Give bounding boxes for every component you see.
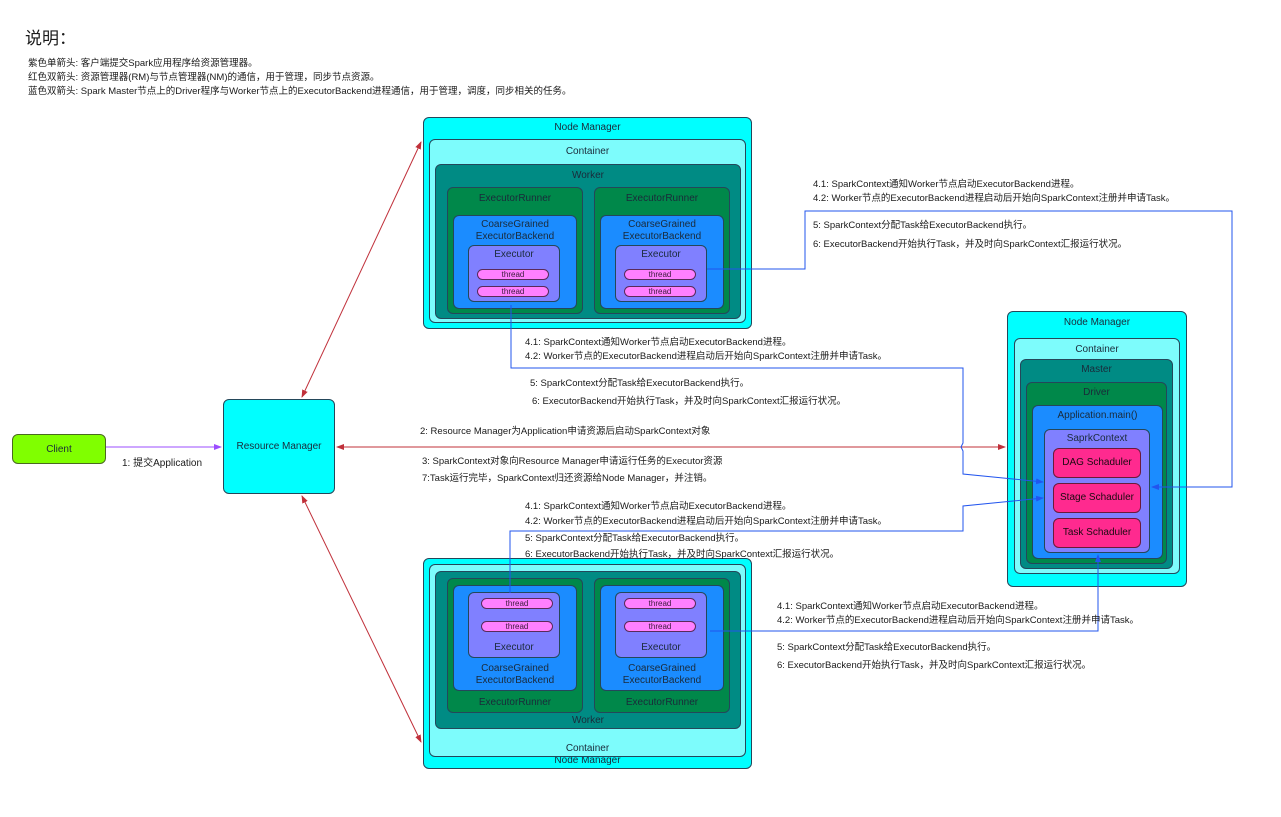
legend-blue: 蓝色双箭头: Spark Master节点上的Driver程序与Worker节点…: [28, 86, 572, 97]
note-6: 6: ExecutorBackend开始执行Task，并及时向SparkCont…: [777, 660, 1092, 671]
note-5: 5: SparkContext分配Task给ExecutorBackend执行。: [777, 642, 997, 653]
backend-label-2: ExecutorBackend: [622, 675, 702, 686]
coarse-grained-executor-backend: CoarseGrained ExecutorBackend thread thr…: [453, 585, 577, 691]
coarse-grained-executor-backend: CoarseGrained ExecutorBackend thread thr…: [600, 585, 724, 691]
executor-runner-label: ExecutorRunner: [478, 193, 552, 204]
driver: Driver Application.main() SaprkContext D…: [1026, 382, 1167, 564]
executor-runner-label: ExecutorRunner: [478, 697, 552, 708]
master-node-manager[interactable]: Node Manager Container Master Driver App…: [1007, 311, 1187, 587]
container-label: Container: [1075, 344, 1119, 355]
executor: Executor thread thread: [468, 245, 560, 302]
note-4-2: 4.2: Worker节点的ExecutorBackend进程启动后开始向Spa…: [813, 193, 1175, 204]
page-title: 说明：: [25, 29, 76, 48]
spark-context-label: SaprkContext: [1066, 433, 1128, 444]
rm-top-nm-arrow: [301, 141, 422, 398]
executor-label: Executor: [494, 249, 534, 260]
backend-label-2: ExecutorBackend: [622, 231, 702, 242]
container-label: Container: [565, 146, 610, 157]
resource-manager-label: Resource Manager: [236, 441, 322, 452]
backend-label-1: CoarseGrained: [481, 219, 549, 230]
client-label: Client: [46, 444, 72, 455]
application-main-label: Application.main(): [1057, 410, 1138, 421]
backend-label-1: CoarseGrained: [628, 219, 696, 230]
spark-context: SaprkContext DAG Schaduler Stage Schadul…: [1044, 429, 1150, 553]
client-node[interactable]: Client: [12, 434, 106, 464]
note-4-1: 4.1: SparkContext通知Worker节点启动ExecutorBac…: [813, 179, 1080, 190]
note-4-2: 4.2: Worker节点的ExecutorBackend进程启动后开始向Spa…: [525, 351, 887, 362]
bottom-node-manager[interactable]: Node Manager Container Worker ExecutorRu…: [423, 558, 752, 769]
top-left-executor-link: [510, 305, 1044, 485]
legend-red: 红色双箭头: 资源管理器(RM)与节点管理器(NM)的通信，用于管理，同步节点资…: [28, 72, 380, 83]
thread: thread: [624, 286, 696, 297]
backend-label-1: CoarseGrained: [628, 663, 696, 674]
thread: thread: [477, 286, 549, 297]
note-4-1: 4.1: SparkContext通知Worker节点启动ExecutorBac…: [777, 601, 1044, 612]
executor-label: Executor: [494, 642, 534, 653]
driver-label: Driver: [1083, 387, 1110, 398]
node-manager-label: Node Manager: [554, 755, 621, 766]
container: Container Worker ExecutorRunner CoarseGr…: [429, 139, 746, 323]
submit-label: 1: 提交Application: [122, 458, 203, 469]
rm-bottom-nm-arrow: [301, 495, 422, 743]
note-4-2: 4.2: Worker节点的ExecutorBackend进程启动后开始向Spa…: [777, 615, 1139, 626]
backend-label-2: ExecutorBackend: [475, 675, 555, 686]
bottom-left-executor-link: [509, 495, 1044, 593]
thread: thread: [624, 621, 696, 632]
container: Container Worker ExecutorRunner CoarseGr…: [429, 564, 746, 757]
top-node-manager[interactable]: Node Manager Container Worker ExecutorRu…: [423, 117, 752, 329]
executor-runner-label: ExecutorRunner: [625, 697, 699, 708]
container-label: Container: [565, 743, 610, 754]
note-4-1: 4.1: SparkContext通知Worker节点启动ExecutorBac…: [525, 337, 792, 348]
coarse-grained-executor-backend: CoarseGrained ExecutorBackend Executor t…: [453, 215, 577, 309]
note-5: 5: SparkContext分配Task给ExecutorBackend执行。: [525, 533, 745, 544]
note-4-1: 4.1: SparkContext通知Worker节点启动ExecutorBac…: [525, 501, 792, 512]
master-label: Master: [1081, 364, 1112, 375]
node-manager-label: Node Manager: [554, 122, 621, 133]
master: Master Driver Application.main() SaprkCo…: [1020, 359, 1173, 569]
container: Container Master Driver Application.main…: [1014, 338, 1180, 574]
thread: thread: [481, 621, 553, 632]
node-manager-label: Node Manager: [1063, 317, 1131, 328]
note-6: 6: ExecutorBackend开始执行Task，并及时向SparkCont…: [532, 396, 847, 407]
executor: thread thread Executor: [615, 592, 707, 658]
worker-label: Worker: [571, 715, 605, 726]
note-5: 5: SparkContext分配Task给ExecutorBackend执行。: [530, 378, 750, 389]
thread: thread: [481, 598, 553, 609]
executor-runner: ExecutorRunner CoarseGrained ExecutorBac…: [447, 578, 583, 713]
coarse-grained-executor-backend: CoarseGrained ExecutorBackend Executor t…: [600, 215, 724, 309]
dag-scheduler[interactable]: DAG Schaduler: [1053, 448, 1141, 478]
rm-step-7-label: 7:Task运行完毕，SparkContext归还资源给Node Manager…: [422, 473, 713, 484]
rm-step-3-label: 3: SparkContext对象向Resource Manager申请运行任务…: [422, 456, 723, 467]
note-6: 6: ExecutorBackend开始执行Task，并及时向SparkCont…: [813, 239, 1128, 250]
executor: thread thread Executor: [468, 592, 560, 658]
thread: thread: [477, 269, 549, 280]
executor-runner-label: ExecutorRunner: [625, 193, 699, 204]
executor-label: Executor: [641, 642, 681, 653]
note-6: 6: ExecutorBackend开始执行Task，并及时向SparkCont…: [525, 549, 840, 560]
legend-purple: 紫色单箭头: 客户端提交Spark应用程序给资源管理器。: [28, 58, 258, 69]
executor-runner: ExecutorRunner CoarseGrained ExecutorBac…: [447, 187, 583, 314]
resource-manager-node[interactable]: Resource Manager: [223, 399, 335, 494]
executor-label: Executor: [641, 249, 681, 260]
executor: Executor thread thread: [615, 245, 707, 302]
stage-scheduler[interactable]: Stage Schaduler: [1053, 483, 1141, 513]
note-4-2: 4.2: Worker节点的ExecutorBackend进程启动后开始向Spa…: [525, 516, 887, 527]
top-right-executor-link: [707, 210, 1233, 490]
backend-label-2: ExecutorBackend: [475, 231, 555, 242]
thread: thread: [624, 598, 696, 609]
backend-label-1: CoarseGrained: [481, 663, 549, 674]
worker-label: Worker: [571, 170, 605, 181]
executor-runner: ExecutorRunner CoarseGrained ExecutorBac…: [594, 187, 730, 314]
note-5: 5: SparkContext分配Task给ExecutorBackend执行。: [813, 220, 1033, 231]
thread: thread: [624, 269, 696, 280]
rm-step-2-label: 2: Resource Manager为Application申请资源后启动Sp…: [420, 426, 711, 437]
task-scheduler[interactable]: Task Schaduler: [1053, 518, 1141, 548]
worker: Worker ExecutorRunner CoarseGrained Exec…: [435, 164, 741, 319]
executor-runner: ExecutorRunner CoarseGrained ExecutorBac…: [594, 578, 730, 713]
worker: Worker ExecutorRunner CoarseGrained Exec…: [435, 571, 741, 729]
application-main: Application.main() SaprkContext DAG Scha…: [1032, 405, 1163, 559]
